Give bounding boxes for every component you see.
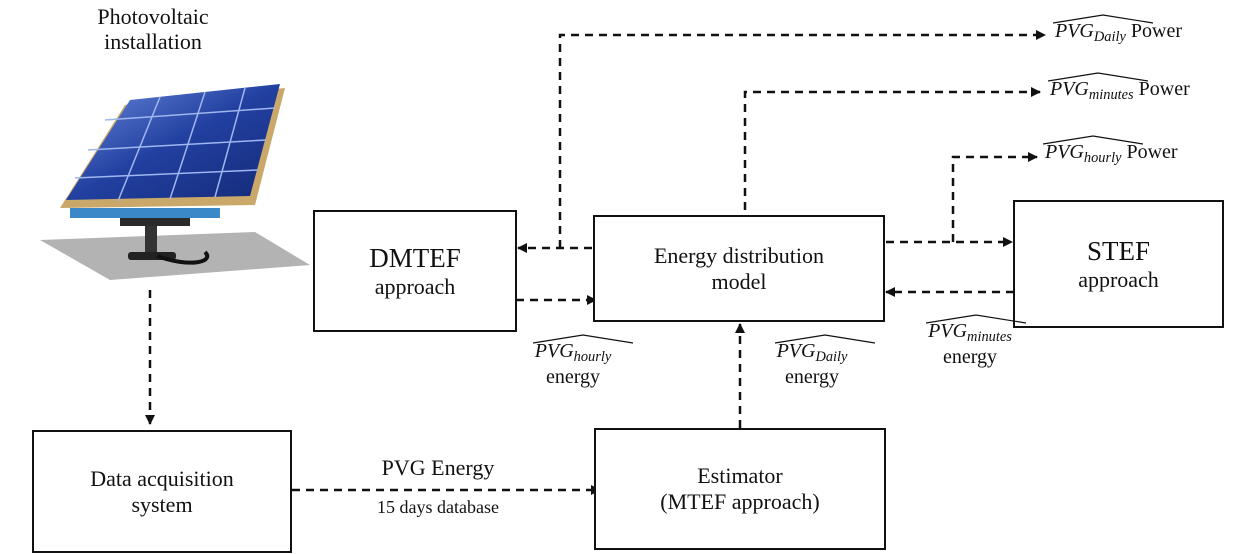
stef-title: STEF bbox=[1086, 235, 1151, 266]
edm-line1: Energy distribution bbox=[653, 242, 825, 268]
das-line1: Data acquisition bbox=[90, 465, 234, 491]
pv-title-line2: installation bbox=[104, 29, 202, 55]
pvg-symbol: PVG bbox=[1045, 141, 1084, 163]
power-word: Power bbox=[1126, 141, 1178, 163]
pvg-subscript: Daily bbox=[1093, 29, 1126, 46]
stef-subtitle: approach bbox=[1078, 266, 1159, 292]
energy-word: energy bbox=[942, 345, 998, 368]
pvg-symbol: PVG bbox=[1055, 20, 1094, 42]
pv-title-line1: Photovoltaic bbox=[97, 4, 209, 29]
solar-panel-icon bbox=[40, 84, 310, 280]
pvg-subscript: Daily bbox=[815, 349, 848, 366]
power-word: Power bbox=[1130, 20, 1182, 42]
dmtef-title: DMTEF bbox=[369, 242, 461, 273]
pvg-subscript: hourly bbox=[1083, 150, 1122, 167]
energy-word: energy bbox=[545, 365, 601, 388]
estimator-subtitle: (MTEF approach) bbox=[660, 489, 820, 514]
pvg-subscript: hourly bbox=[573, 349, 612, 366]
daily-power-label: PVGDaily Power bbox=[1055, 20, 1182, 46]
daily-energy-label: PVGDaily energy bbox=[742, 340, 882, 389]
pvg-subscript: minutes bbox=[967, 329, 1012, 346]
database-label: 15 days database bbox=[377, 497, 499, 517]
pvg-symbol: PVG bbox=[928, 320, 968, 342]
pvg-energy-label: PVG Energy bbox=[381, 455, 495, 480]
pvg-symbol: PVG bbox=[776, 340, 816, 362]
energy-word: energy bbox=[784, 365, 840, 388]
pvg-symbol: PVG bbox=[1050, 78, 1089, 100]
dmtef-subtitle: approach bbox=[374, 273, 456, 299]
das-line2: system bbox=[131, 491, 193, 517]
hourly-energy-label: PVGhourly energy bbox=[498, 340, 648, 389]
hourly-power-label: PVGhourly Power bbox=[1045, 141, 1178, 167]
estimator-box: Estimator (MTEF approach) bbox=[594, 428, 886, 550]
pvg-symbol: PVG bbox=[534, 340, 574, 362]
pv-title: Photovoltaic installation bbox=[68, 4, 238, 55]
power-word: Power bbox=[1138, 78, 1190, 100]
minutes-energy-label: PVGminutes energy bbox=[895, 320, 1045, 369]
stef-box: STEF approach bbox=[1013, 200, 1224, 328]
edm-line2: model bbox=[711, 268, 767, 294]
energy-distribution-box: Energy distribution model bbox=[593, 215, 885, 322]
estimator-title: Estimator bbox=[697, 463, 783, 488]
pvg-subscript: minutes bbox=[1088, 87, 1134, 104]
data-acquisition-box: Data acquisition system bbox=[32, 430, 292, 553]
dmtef-box: DMTEF approach bbox=[313, 210, 517, 332]
minutes-power-label: PVGminutes Power bbox=[1050, 78, 1190, 104]
